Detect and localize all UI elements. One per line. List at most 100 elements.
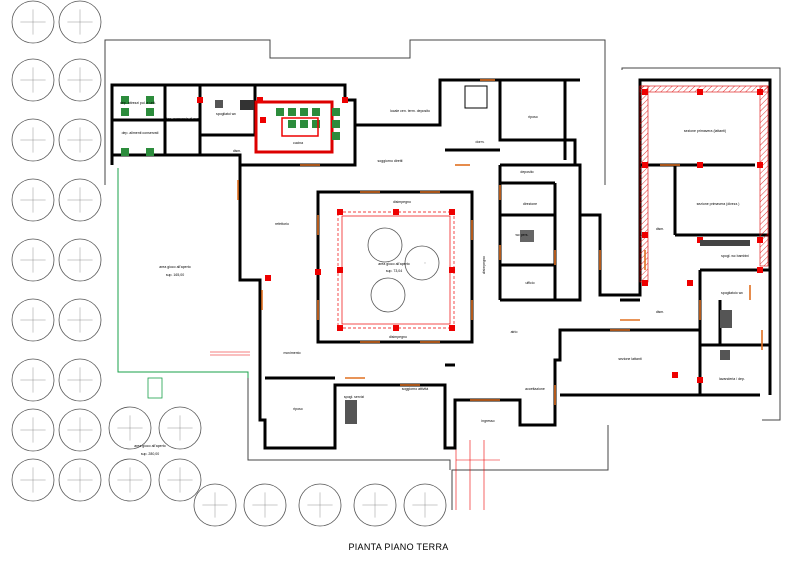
column-marker [260,117,266,123]
column-marker [257,97,263,103]
label-soggiorno-attivita: soggiorno attività [402,387,429,391]
counter-block [121,148,129,156]
label-sezione-lattanti: sezione lattanti [618,357,642,361]
tree-icon [58,458,102,502]
tree-icon [11,0,55,44]
label-soggiorno-dir: soggiorno diretti [378,159,403,163]
column-marker [642,280,648,286]
label-refettorio: refettorio [275,222,289,226]
tree-icon [298,483,342,527]
counter-block [121,108,129,116]
counter-block [300,120,308,128]
column-marker [757,267,763,273]
plan-title: PIANTA PIANO TERRA [348,542,449,552]
label-cucinetta: dism. [656,310,664,314]
counter-block [276,108,284,116]
label-wc-soggiorno: spogl. servizi [344,395,364,399]
label-dep-personale: dep. personale di serv. [165,117,200,121]
counter-block [332,132,340,140]
label-disimpegno-small: dism. [656,227,664,231]
tree-icon [11,458,55,502]
column-marker [687,280,693,286]
label-riposo-bottom: riposo [293,407,303,411]
counter-block [288,120,296,128]
tree-icon [108,458,152,502]
column-marker [197,97,203,103]
counter-block [300,108,308,116]
counter-block [332,108,340,116]
tree-icon [11,358,55,402]
tree-icon [58,238,102,282]
tree-icon [58,408,102,452]
column-marker [315,269,321,275]
label-sezione-primavera-b: sezione primavera (divezz.) [697,202,740,206]
tree-icon [193,483,237,527]
tree-icon [58,118,102,162]
column-marker [342,97,348,103]
column-marker [697,377,703,383]
label-gioco-bottom: area gioco all'aperto [134,444,165,448]
counter-block [288,108,296,116]
label-deposito: deposito [520,170,533,174]
label-sezione-primavera-a: sezione primavera (lattanti) [684,129,726,133]
label-atrio: atrio [511,330,518,334]
label-dep-alimenti: dep. alimenti conservati [122,131,159,135]
label-gioco-left-area: sup. 165,00 [166,273,184,277]
column-marker [337,267,343,273]
label-cucina: cucina [293,141,303,145]
label-dism: dism. [233,149,241,153]
tree-icon [11,408,55,452]
column-marker [642,232,648,238]
building-walls [110,78,772,450]
label-spogliatoio: spogliatoi wc [216,112,236,116]
doors [237,79,763,405]
tree-icon [58,58,102,102]
counter-block [146,96,154,104]
counter-block [312,108,320,116]
label-ingresso: ingresso [481,419,494,423]
label-gioco-bottom-area: sup. 280,00 [141,452,159,456]
tree-icon [158,406,202,450]
column-marker [449,325,455,331]
label-lavanderia: lavanderia / dep. [719,377,745,381]
label-corte-area: sup. 73,04 [386,269,402,273]
label-movimento: movimento [283,351,300,355]
trees-left [11,0,447,527]
highlighted-walls [254,85,769,283]
label-disimpegno-right: disimpegno [482,256,486,274]
counter-block [146,108,154,116]
column-marker [449,209,455,215]
tree-icon [11,58,55,102]
column-marker [697,89,703,95]
tree-icon [243,483,287,527]
room-labels: dep. attrezzi pul. e unti. dep. alimenti… [120,101,749,456]
column-marker [642,89,648,95]
label-dorm: dorm. [476,140,485,144]
column-marker [757,162,763,168]
counter-block [312,120,320,128]
label-disimpegno-bottom: disimpegno [389,335,407,339]
tree-icon [58,178,102,222]
counter-block [121,96,129,104]
column-marker [697,162,703,168]
tree-icon [11,298,55,342]
label-gioco-left: area gioco all'aperto [159,265,190,269]
label-accettazione: accettazione [525,387,545,391]
label-disimpegno-top: disimpegno [393,200,411,204]
tree-icon [58,0,102,44]
tree-icon [11,178,55,222]
tree-icon [158,458,202,502]
column-marker [672,372,678,378]
tree-icon [11,238,55,282]
counter-block [332,120,340,128]
label-dep-attrezzi: dep. attrezzi pul. e unti. [120,101,156,105]
courtyard [337,211,455,329]
column-marker [449,267,455,273]
tree-icon [403,483,447,527]
tree-icon [58,298,102,342]
column-marker [757,237,763,243]
site-boundary [104,39,781,510]
label-locale-tecnico: locale cen. term. deposito [390,109,430,113]
tree-icon [58,358,102,402]
